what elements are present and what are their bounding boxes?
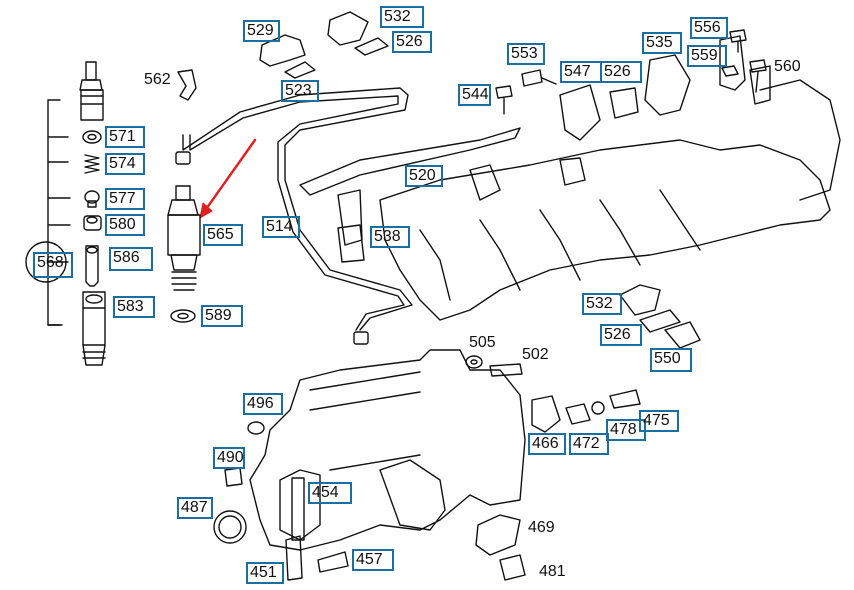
callout-559[interactable]: 559 xyxy=(687,45,727,67)
callout-487[interactable]: 487 xyxy=(177,497,213,519)
callout-514[interactable]: 514 xyxy=(262,216,300,238)
label-481: 481 xyxy=(539,563,566,580)
callout-496[interactable]: 496 xyxy=(243,393,283,415)
injector-565-drawing xyxy=(167,185,201,323)
callout-490[interactable]: 490 xyxy=(213,447,245,469)
top-clips-drawing xyxy=(177,11,389,101)
callout-550[interactable]: 550 xyxy=(650,348,692,372)
callout-532-b[interactable]: 532 xyxy=(582,293,622,315)
label-502: 502 xyxy=(522,346,549,363)
injector-parts-column xyxy=(25,61,106,366)
callout-574[interactable]: 574 xyxy=(105,153,145,175)
label-562: 562 xyxy=(144,71,171,88)
callout-526[interactable]: 526 xyxy=(392,31,432,53)
callout-526-b[interactable]: 526 xyxy=(600,61,642,83)
callout-544[interactable]: 544 xyxy=(458,84,491,106)
callout-571[interactable]: 571 xyxy=(105,126,145,148)
callout-547[interactable]: 547 xyxy=(560,61,602,83)
intake-manifold-520 xyxy=(299,35,841,321)
callout-457[interactable]: 457 xyxy=(352,549,394,571)
callout-553[interactable]: 553 xyxy=(507,43,545,65)
callout-523[interactable]: 523 xyxy=(281,80,319,102)
callout-583[interactable]: 583 xyxy=(113,296,155,318)
callout-556[interactable]: 556 xyxy=(690,17,728,39)
callout-565[interactable]: 565 xyxy=(203,224,243,246)
callout-535[interactable]: 535 xyxy=(642,32,682,54)
callout-532[interactable]: 532 xyxy=(380,6,424,28)
callout-580[interactable]: 580 xyxy=(105,214,145,236)
callout-475[interactable]: 475 xyxy=(639,410,679,432)
callout-538[interactable]: 538 xyxy=(370,226,410,248)
label-469: 469 xyxy=(528,519,555,536)
callout-586[interactable]: 586 xyxy=(109,247,153,271)
label-505: 505 xyxy=(469,334,496,351)
callout-568[interactable]: 568 xyxy=(33,252,73,278)
callout-529[interactable]: 529 xyxy=(243,20,280,42)
red-arrow-indicator xyxy=(199,138,257,219)
label-560: 560 xyxy=(774,58,801,75)
callout-466[interactable]: 466 xyxy=(528,433,566,455)
callout-472[interactable]: 472 xyxy=(569,433,609,455)
callout-451[interactable]: 451 xyxy=(246,562,284,584)
right-clips-drawing xyxy=(619,284,701,349)
injection-pump-block xyxy=(213,349,526,581)
callout-526-c[interactable]: 526 xyxy=(600,324,642,346)
fuel-line-514 xyxy=(175,87,413,345)
callout-589[interactable]: 589 xyxy=(201,305,243,327)
top-right-bolts-drawing xyxy=(495,29,767,115)
bottom-right-parts-drawing xyxy=(475,389,641,581)
callout-520[interactable]: 520 xyxy=(405,165,443,187)
callout-454[interactable]: 454 xyxy=(308,482,352,504)
callout-577[interactable]: 577 xyxy=(105,188,145,210)
